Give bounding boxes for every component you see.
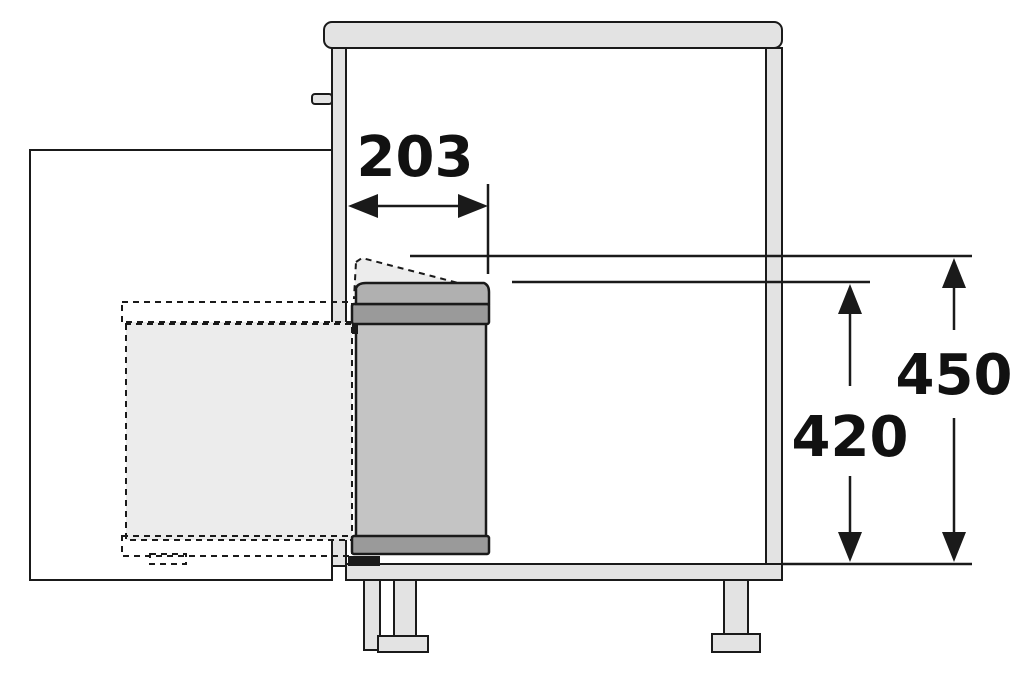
waste-bin <box>348 281 491 566</box>
door-knob-icon <box>311 93 333 105</box>
inner-height-dimension <box>838 284 862 562</box>
cabinet-right-wall <box>765 47 783 567</box>
countertop <box>323 21 783 49</box>
cabinet-leg-right <box>711 579 761 653</box>
bin-pulled-out-outline <box>121 301 353 565</box>
outer-height-dimension-label: 450 <box>896 343 1013 408</box>
outer-height-dimension <box>942 258 966 562</box>
cabinet-bottom <box>345 563 783 581</box>
cabinet-leg-left <box>363 579 429 653</box>
inner-height-dimension-label: 420 <box>792 405 909 470</box>
width-dimension <box>348 184 490 274</box>
width-dimension-label: 203 <box>357 125 474 190</box>
